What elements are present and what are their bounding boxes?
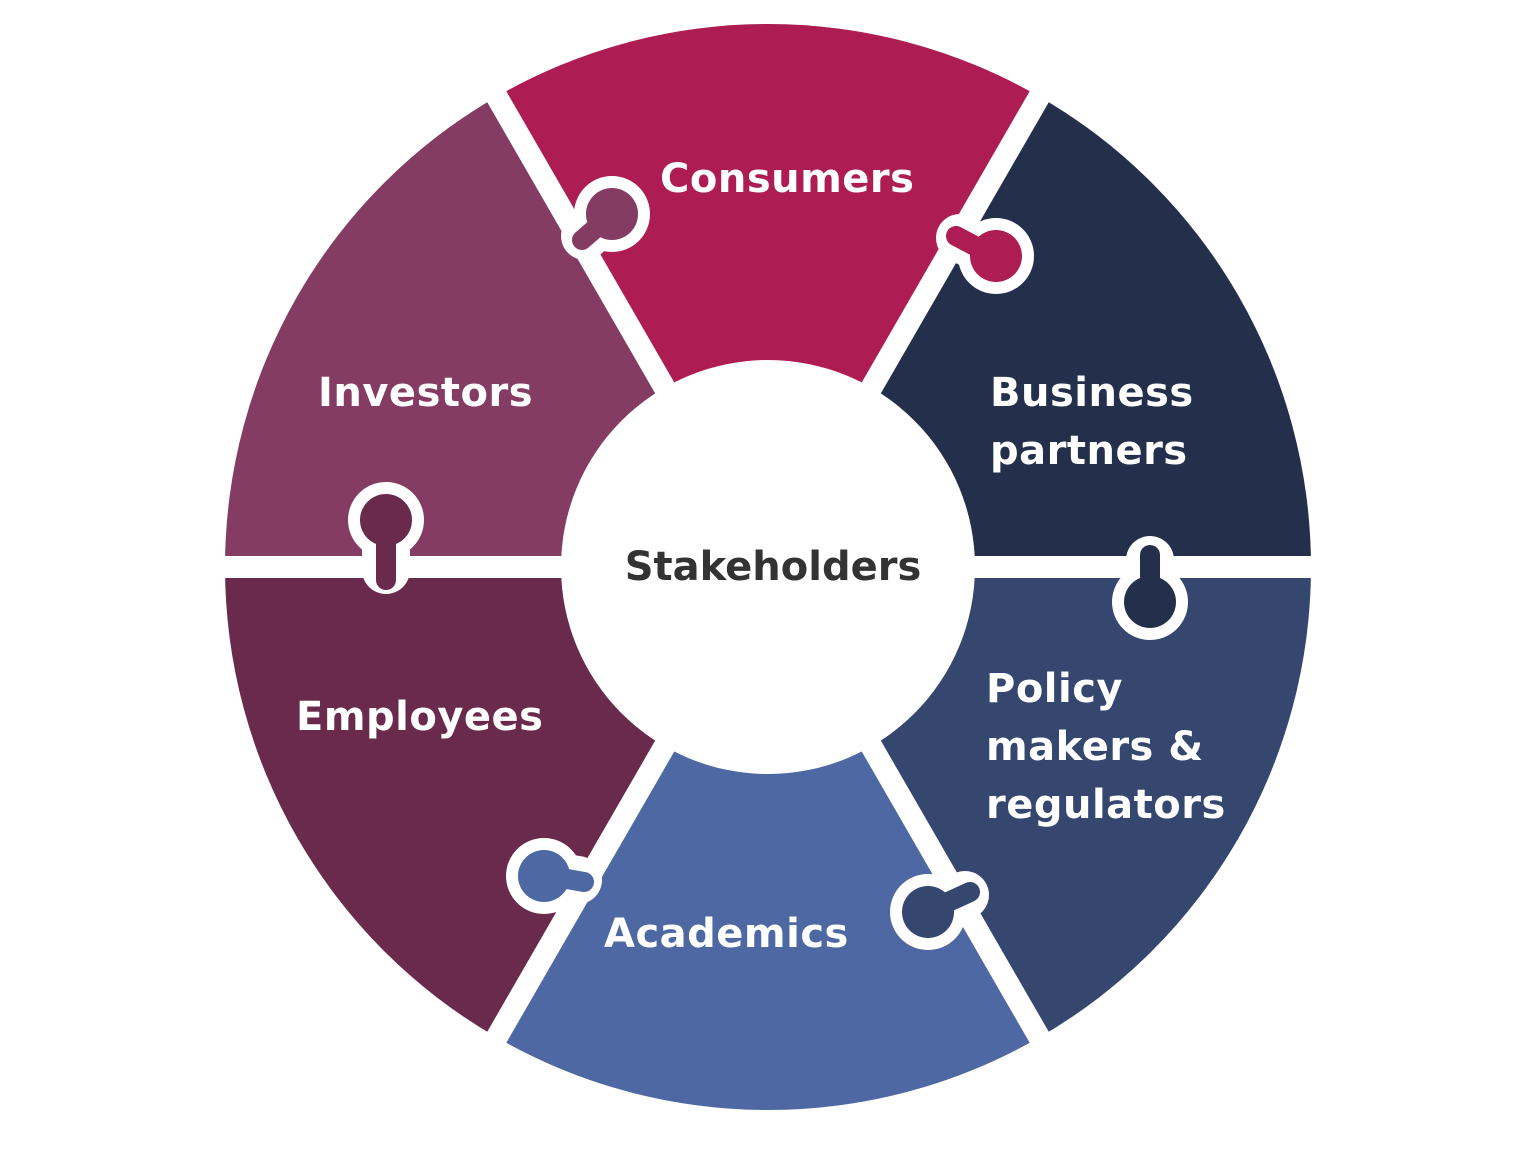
- label-line: Consumers: [660, 156, 915, 202]
- center-label: Stakeholders: [624, 544, 922, 590]
- center-hub: [561, 360, 975, 774]
- puzzle-knob-business-policy: [1112, 536, 1188, 640]
- segment-consumers: [496, 23, 1040, 567]
- label-academics: Academics: [604, 905, 849, 963]
- label-investors: Investors: [318, 364, 533, 422]
- label-business-partners: Business partners: [990, 364, 1194, 480]
- label-line: makers &: [986, 724, 1204, 770]
- puzzle-knob-policy-academics: [890, 871, 989, 950]
- label-employees: Employees: [296, 688, 543, 746]
- label-line: Employees: [296, 694, 544, 740]
- label-line: regulators: [986, 782, 1226, 828]
- label-policy-makers: Policy makers & regulators: [986, 660, 1226, 834]
- label-line: Academics: [604, 911, 849, 957]
- puzzle-knob-consumers-business: [936, 214, 1034, 294]
- puzzle-knob-academics-employees: [506, 838, 602, 914]
- label-line: Business: [990, 370, 1194, 416]
- label-line: Policy: [986, 666, 1124, 712]
- label-line: Investors: [318, 370, 534, 416]
- puzzle-knob-investors-consumers: [561, 176, 650, 260]
- segment-academics: [496, 567, 1040, 1111]
- label-consumers: Consumers: [660, 150, 914, 208]
- puzzle-knob-employees-investors: [348, 482, 424, 594]
- label-line: partners: [990, 428, 1188, 474]
